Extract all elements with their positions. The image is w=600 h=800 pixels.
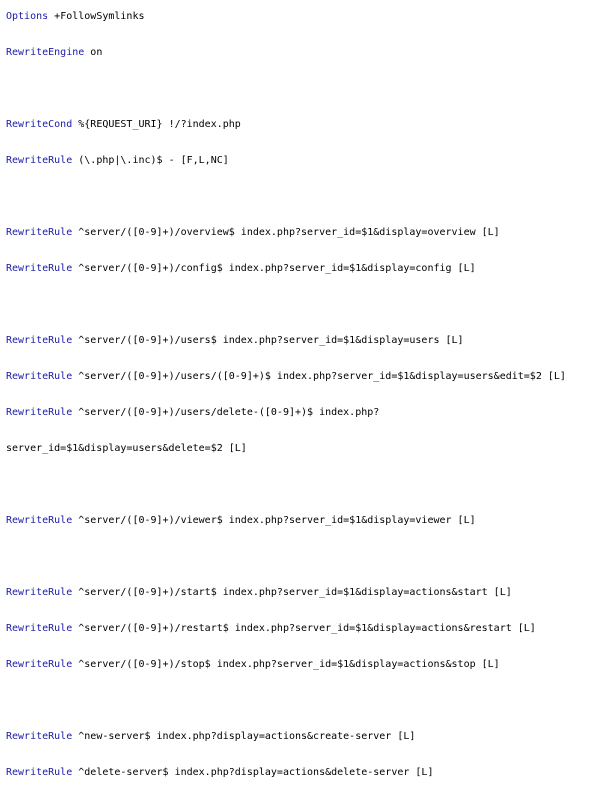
code-line: RewriteRule ^server/([0-9]+)/users$ inde… bbox=[6, 332, 566, 350]
directive-args: ^new-server$ index.php?display=actions&c… bbox=[72, 731, 416, 742]
directive-keyword: RewriteRule bbox=[6, 587, 73, 598]
directive-args: (\.php|\.inc)$ - [F,L,NC] bbox=[72, 155, 229, 166]
directive-keyword: RewriteRule bbox=[6, 227, 73, 238]
directive-keyword: RewriteRule bbox=[6, 767, 73, 778]
directive-keyword: RewriteRule bbox=[6, 263, 73, 274]
directive-args: ^server/([0-9]+)/restart$ index.php?serv… bbox=[72, 623, 536, 634]
blank-line bbox=[6, 476, 566, 494]
directive-keyword: RewriteRule bbox=[6, 659, 73, 670]
directive-args: ^server/([0-9]+)/users$ index.php?server… bbox=[72, 335, 464, 346]
directive-keyword: RewriteRule bbox=[6, 407, 73, 418]
directive-args: ^server/([0-9]+)/overview$ index.php?ser… bbox=[72, 227, 500, 238]
directive-args: server_id=$1&display=users&delete=$2 [L] bbox=[6, 443, 247, 454]
directive-keyword: RewriteRule bbox=[6, 371, 73, 382]
directive-args: ^server/([0-9]+)/viewer$ index.php?serve… bbox=[72, 515, 476, 526]
blank-line bbox=[6, 188, 566, 206]
directive-keyword: RewriteEngine bbox=[6, 47, 85, 58]
directive-keyword: RewriteRule bbox=[6, 155, 73, 166]
blank-line bbox=[6, 692, 566, 710]
blank-line bbox=[6, 548, 566, 566]
code-line: RewriteRule ^server/([0-9]+)/viewer$ ind… bbox=[6, 512, 566, 530]
code-line: RewriteEngine on bbox=[6, 44, 566, 62]
code-line: RewriteRule ^server/([0-9]+)/start$ inde… bbox=[6, 584, 566, 602]
blank-line bbox=[6, 80, 566, 98]
code-line: Options +FollowSymlinks bbox=[6, 8, 566, 26]
directive-args: on bbox=[84, 47, 103, 58]
code-line: RewriteRule (\.php|\.inc)$ - [F,L,NC] bbox=[6, 152, 566, 170]
directive-args: ^server/([0-9]+)/users/([0-9]+)$ index.p… bbox=[72, 371, 566, 382]
code-line: RewriteRule ^server/([0-9]+)/users/delet… bbox=[6, 404, 566, 422]
directive-args: ^server/([0-9]+)/config$ index.php?serve… bbox=[72, 263, 476, 274]
directive-keyword: RewriteRule bbox=[6, 623, 73, 634]
blank-line bbox=[6, 296, 566, 314]
code-line: RewriteRule ^new-server$ index.php?displ… bbox=[6, 728, 566, 746]
directive-keyword: RewriteRule bbox=[6, 335, 73, 346]
directive-keyword: RewriteCond bbox=[6, 119, 73, 130]
htaccess-code-block: Options +FollowSymlinks RewriteEngine on… bbox=[6, 8, 566, 800]
code-line: RewriteRule ^server/([0-9]+)/restart$ in… bbox=[6, 620, 566, 638]
code-line: RewriteRule ^server/([0-9]+)/overview$ i… bbox=[6, 224, 566, 242]
directive-args: ^server/([0-9]+)/users/delete-([0-9]+)$ … bbox=[72, 407, 380, 418]
code-line: RewriteRule ^delete-server$ index.php?di… bbox=[6, 764, 566, 782]
code-line: RewriteCond %{REQUEST_URI} !/?index.php bbox=[6, 116, 566, 134]
code-line: RewriteRule ^server/([0-9]+)/stop$ index… bbox=[6, 656, 566, 674]
code-line: RewriteRule ^server/([0-9]+)/config$ ind… bbox=[6, 260, 566, 278]
directive-args: %{REQUEST_URI} !/?index.php bbox=[72, 119, 241, 130]
code-line: RewriteRule ^server/([0-9]+)/users/([0-9… bbox=[6, 368, 566, 386]
directive-args: +FollowSymlinks bbox=[48, 11, 145, 22]
directive-keyword: RewriteRule bbox=[6, 515, 73, 526]
directive-args: ^delete-server$ index.php?display=action… bbox=[72, 767, 434, 778]
directive-keyword: Options bbox=[6, 11, 49, 22]
directive-args: ^server/([0-9]+)/start$ index.php?server… bbox=[72, 587, 512, 598]
code-line-continuation: server_id=$1&display=users&delete=$2 [L] bbox=[6, 440, 566, 458]
directive-args: ^server/([0-9]+)/stop$ index.php?server_… bbox=[72, 659, 500, 670]
directive-keyword: RewriteRule bbox=[6, 731, 73, 742]
